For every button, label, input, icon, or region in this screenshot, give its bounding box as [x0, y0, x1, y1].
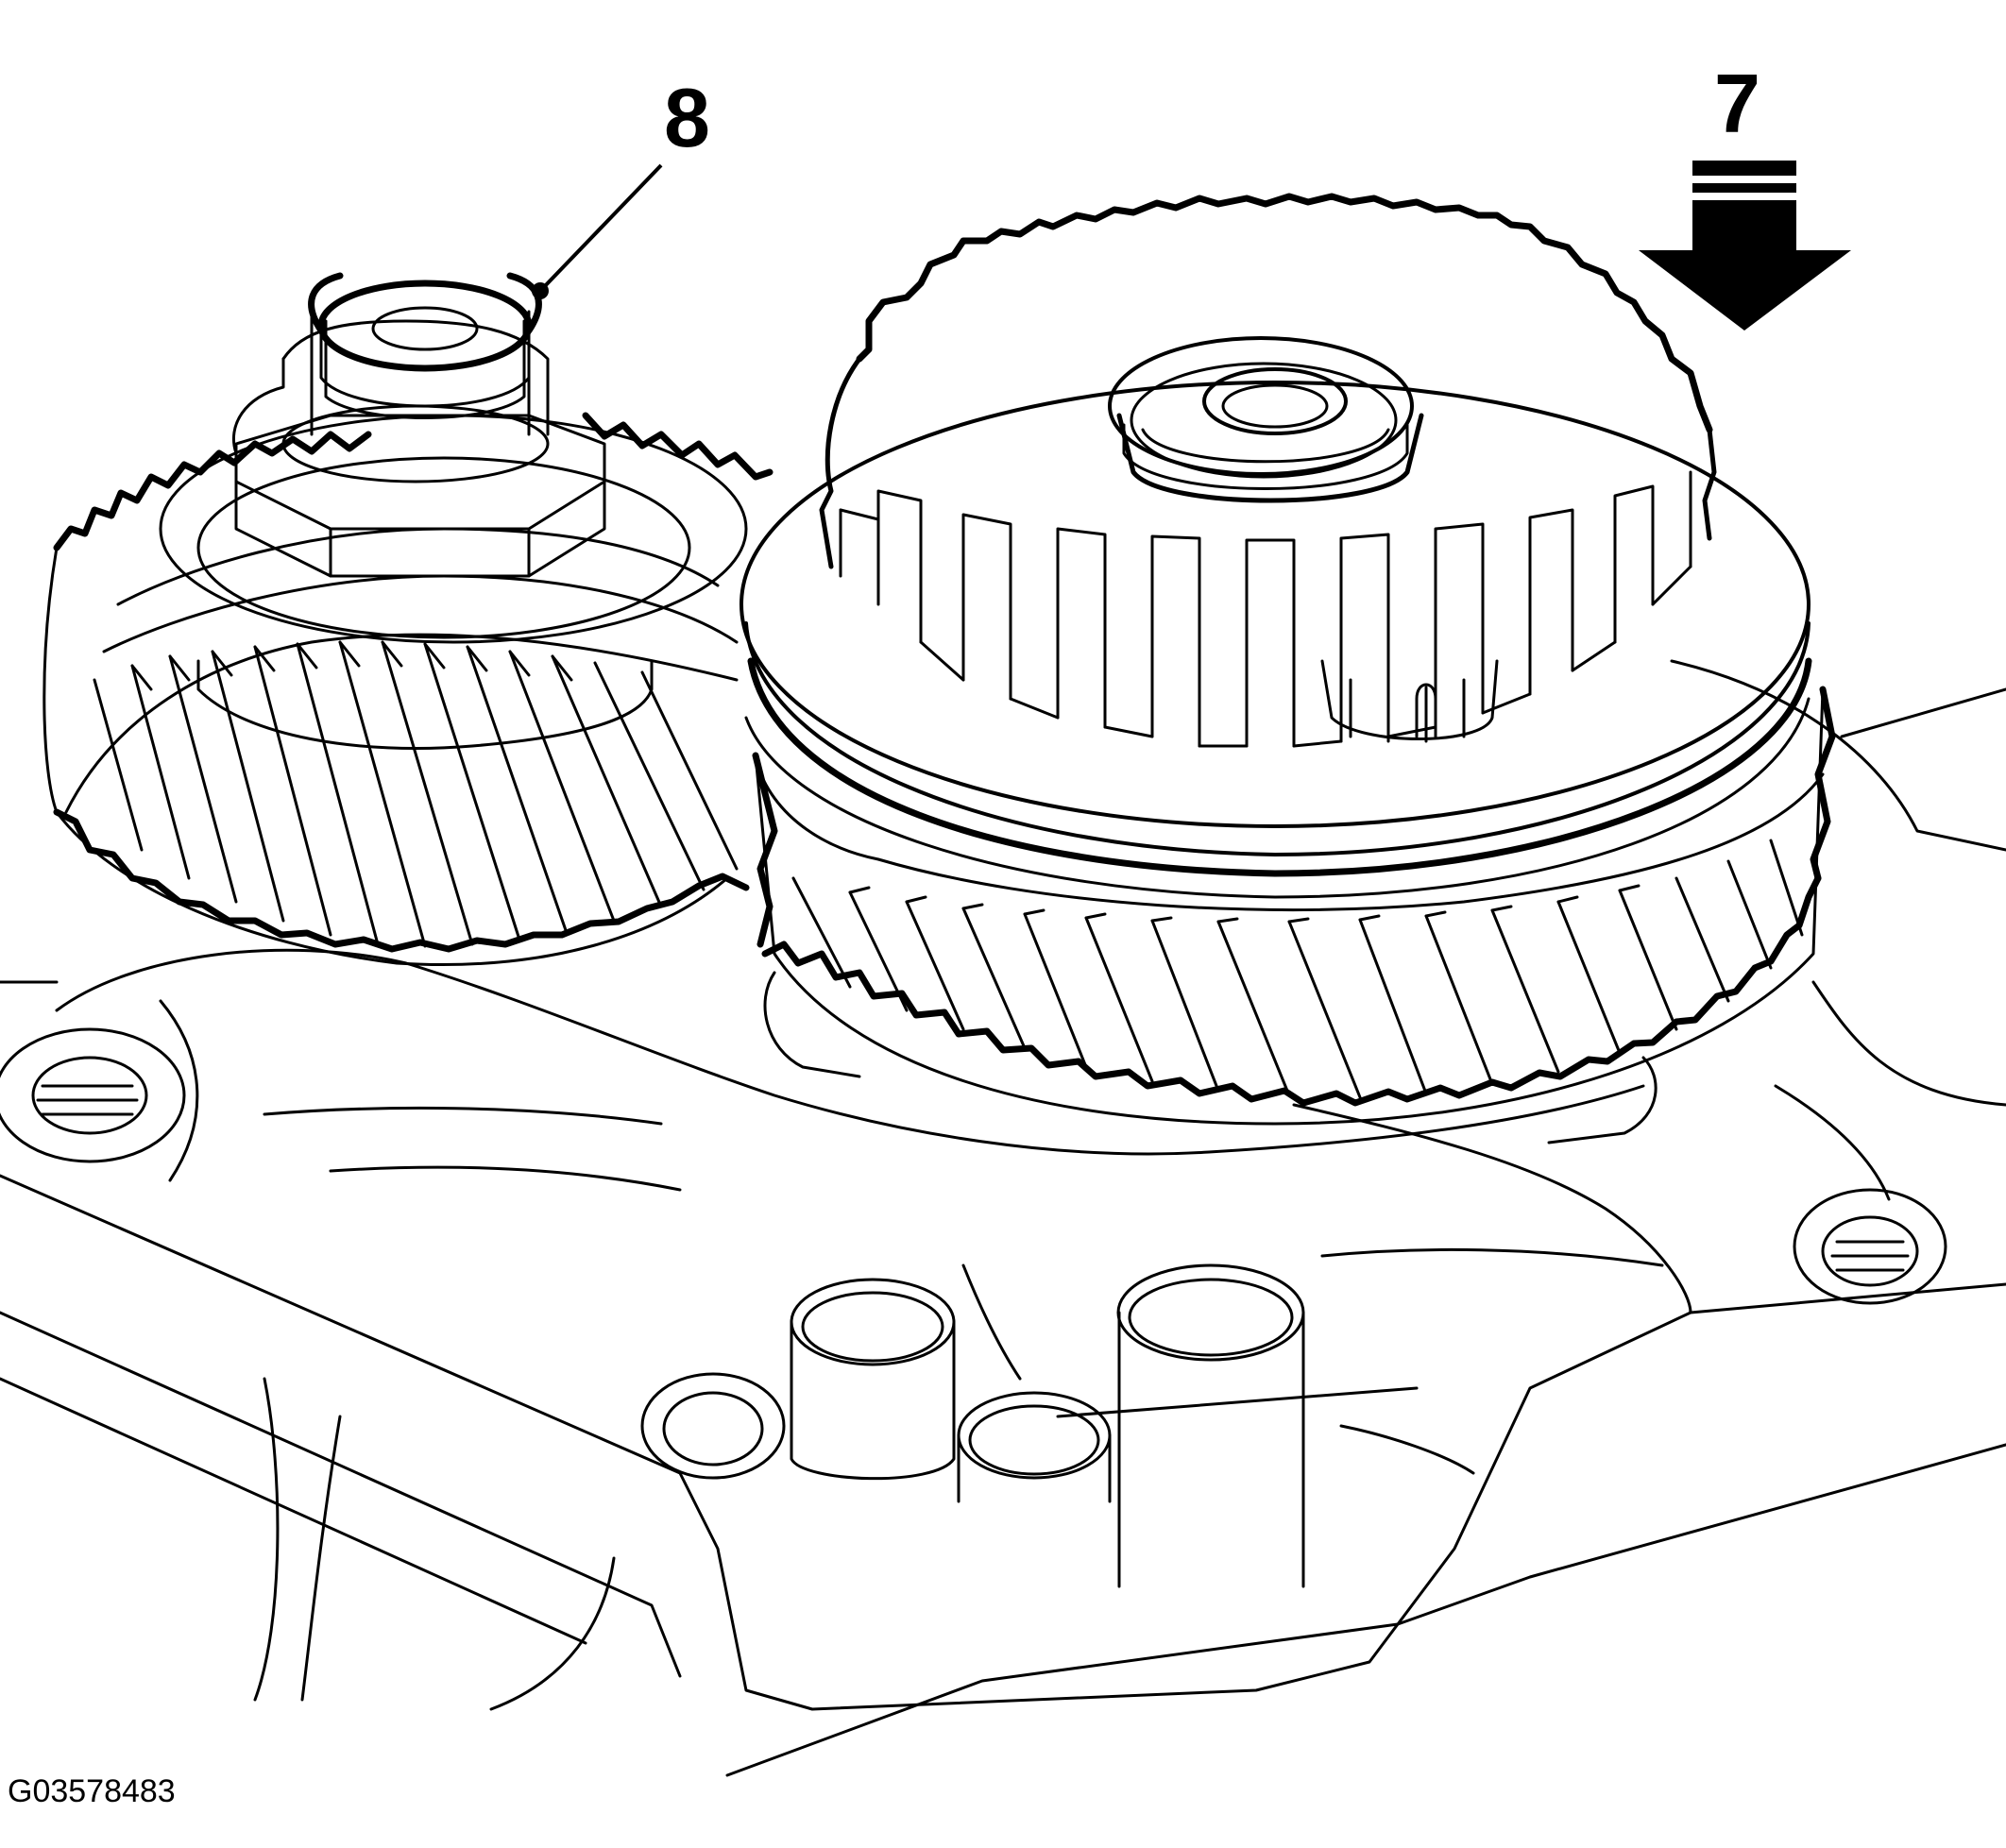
bolt-hole-bottom [640, 1372, 786, 1480]
callout-label-7: 7 [1714, 57, 1760, 150]
bolt-hole-left [0, 1027, 186, 1163]
callout-8: 8 [532, 71, 710, 299]
figure-code: G03578483 [8, 1773, 176, 1809]
left-helical-gear [42, 412, 774, 967]
shaft-pin-right [1116, 1263, 1305, 1588]
callout-label-8: 8 [664, 71, 710, 164]
right-synchronizer-gear [740, 193, 1836, 1144]
shaft-pin-left [790, 1278, 956, 1481]
hex-nut-assembly [159, 272, 748, 750]
arrow-down-icon [1639, 161, 1851, 331]
transmission-housing [0, 659, 2006, 1777]
bolt-hole-right [1793, 1188, 1947, 1305]
callout-7: 7 [1639, 57, 1851, 331]
shaft-pin-center [957, 1391, 1112, 1503]
